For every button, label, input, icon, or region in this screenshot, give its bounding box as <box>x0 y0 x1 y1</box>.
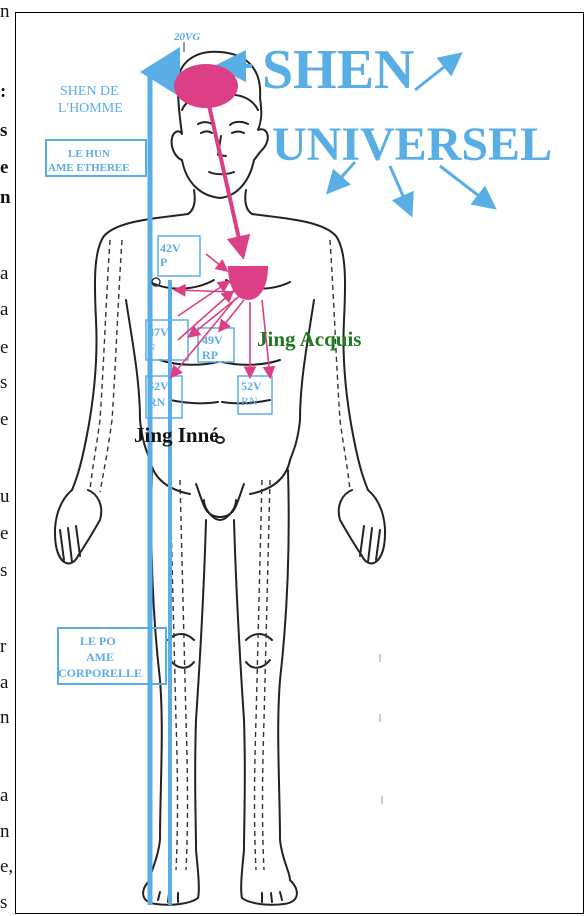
label-52v-right-2: RN <box>241 394 258 408</box>
label-shen: SHEN <box>262 39 415 101</box>
body-outline <box>55 52 385 905</box>
label-52v-right-1: 52V <box>241 379 262 393</box>
label-49v-1: 49V <box>202 333 223 347</box>
label-jing-inne: Jing Inné <box>134 423 219 447</box>
label-shen-homme-1: SHEN DE <box>60 84 119 99</box>
label-shen-homme-2: L'HOMME <box>58 101 123 116</box>
label-42v-2: P <box>160 255 167 269</box>
scan-marks <box>380 654 382 804</box>
label-po-2: AME <box>86 650 114 664</box>
label-49v-2: RP <box>202 348 218 362</box>
label-universel: UNIVERSEL <box>272 118 552 171</box>
label-jing-acquis: Jing Acquis <box>257 327 361 351</box>
label-20vg: 20VG <box>173 31 200 43</box>
heart-shape <box>228 266 268 300</box>
shen-head-blob <box>174 64 238 108</box>
label-52v-left-1: 52V <box>148 379 169 393</box>
label-hun-2: AME ETHEREE <box>48 162 130 174</box>
label-po-1: LE PO <box>80 634 116 648</box>
label-42v-1: 42V <box>160 241 181 255</box>
label-47v-2: F <box>148 341 155 355</box>
label-hun-1: LE HUN <box>68 148 110 160</box>
label-po-3: CORPORELLE <box>58 666 142 680</box>
label-52v-left-2: RN <box>148 395 166 409</box>
label-47v-1: 47V <box>148 325 169 339</box>
